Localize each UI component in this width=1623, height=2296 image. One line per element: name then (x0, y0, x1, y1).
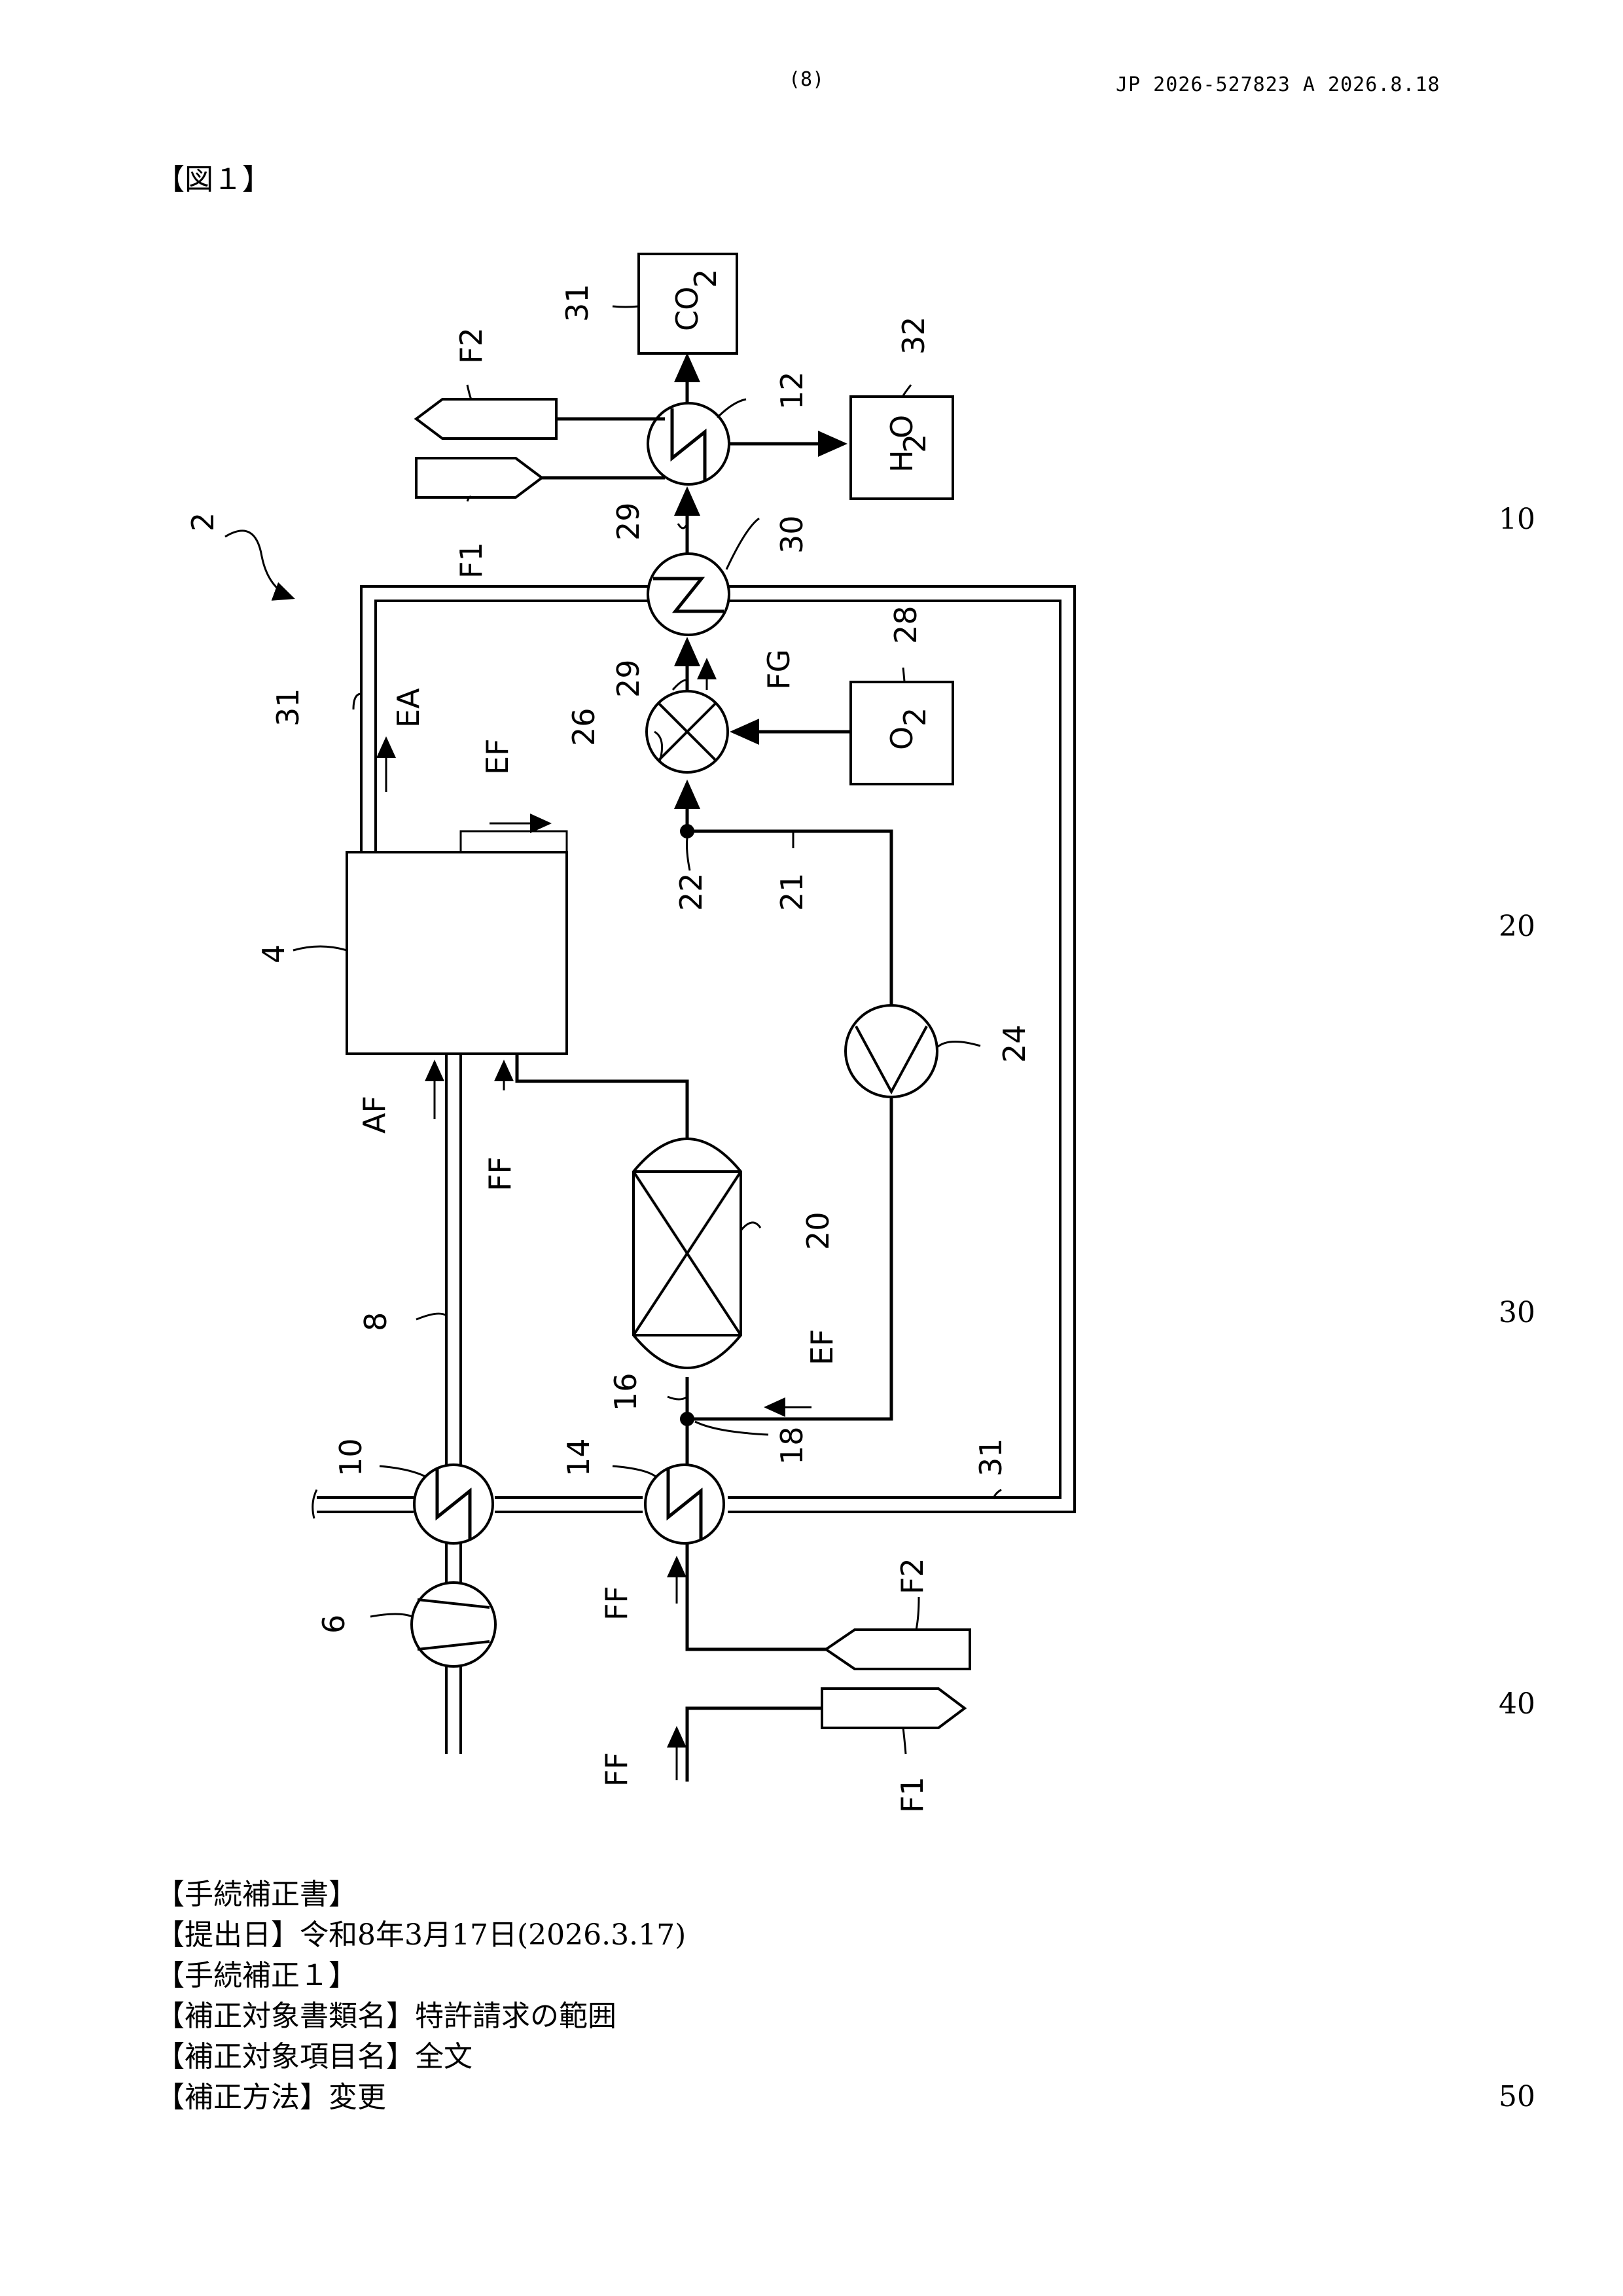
amendment-line-3: 【手続補正１】 (156, 1956, 686, 1996)
o2-label: O (884, 726, 919, 750)
heat-exchanger-10 (414, 1465, 493, 1543)
label-f2-bottom: F2 (895, 1558, 930, 1594)
burner (647, 691, 728, 772)
label-26: 26 (566, 708, 601, 746)
h2o-label-o: O (884, 415, 919, 439)
label-29-lower: 29 (611, 659, 646, 698)
label-24: 24 (997, 1024, 1032, 1063)
heat-exchanger-30 (648, 554, 729, 635)
amendment-line-6: 【補正方法】変更 (156, 2077, 686, 2118)
label-16: 16 (608, 1372, 643, 1411)
label-af: AF (357, 1096, 392, 1134)
label-12: 12 (774, 371, 810, 410)
co2-label: CO (669, 287, 705, 331)
label-ff-bottom: FF (599, 1752, 634, 1787)
junction-18 (681, 1413, 693, 1425)
label-31-left: 31 (270, 688, 306, 726)
heat-exchanger-14 (645, 1465, 724, 1543)
label-ea: EA (391, 688, 426, 728)
fuel-feed-bottom-line (687, 1708, 822, 1782)
label-f2-top: F2 (454, 327, 489, 364)
amendment-line-5: 【補正対象項目名】全文 (156, 2037, 686, 2077)
recycle-blower (846, 1005, 937, 1097)
label-4: 4 (256, 944, 291, 963)
label-31-right: 31 (973, 1438, 1008, 1477)
fuel-cell (347, 852, 567, 1054)
label-28: 28 (888, 605, 923, 644)
o2-subscript: 2 (897, 708, 933, 726)
label-8: 8 (358, 1312, 393, 1331)
compressor (412, 1583, 495, 1666)
fuel-tank-f1-top (416, 458, 542, 497)
amendment-block: 【手続補正書】 【提出日】令和8年3月17日(2026.3.17) 【手続補正１… (156, 1874, 686, 2118)
amendment-line-2: 【提出日】令和8年3月17日(2026.3.17) (156, 1915, 686, 1956)
label-ff-hx: FF (599, 1586, 634, 1621)
label-10: 10 (333, 1438, 368, 1477)
label-f1-top: F1 (454, 542, 489, 579)
label-20: 20 (800, 1211, 836, 1250)
label-ef-top: EF (480, 738, 515, 775)
label-31-co2: 31 (560, 283, 595, 322)
heat-exchanger-12 (648, 403, 729, 484)
amendment-line-4: 【補正対象書類名】特許請求の範囲 (156, 1996, 686, 2037)
label-14: 14 (561, 1438, 596, 1477)
fuel-tank-f1-bottom (822, 1689, 965, 1728)
co2-subscript: 2 (688, 269, 723, 288)
label-ef-bottom: EF (804, 1329, 840, 1365)
label-30: 30 (774, 515, 810, 554)
junction-22 (681, 825, 693, 837)
label-6: 6 (316, 1615, 351, 1634)
reformer (633, 1139, 741, 1368)
fuel-tank-f2-top (416, 399, 556, 439)
label-2: 2 (185, 512, 221, 531)
label-22: 22 (673, 872, 709, 911)
label-32: 32 (896, 316, 931, 355)
label-21: 21 (774, 872, 810, 911)
label-ff-fc: FF (482, 1157, 518, 1191)
label-f1-bottom: F1 (895, 1776, 930, 1813)
label-fg: FG (761, 649, 796, 690)
label-18: 18 (774, 1426, 810, 1465)
amendment-line-1: 【手続補正書】 (156, 1874, 686, 1915)
fuel-tank-f2-bottom (826, 1630, 970, 1669)
label-29-upper: 29 (611, 502, 646, 541)
